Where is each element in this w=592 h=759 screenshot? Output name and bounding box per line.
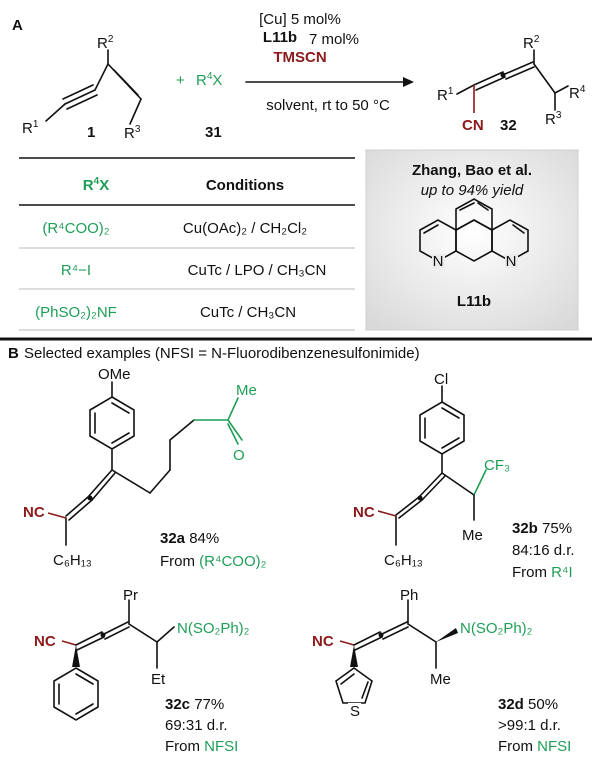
32d-thiophene-sulfur: S: [350, 703, 360, 720]
32a-methoxy: OMe: [98, 366, 131, 383]
arrow-head-icon: [403, 77, 414, 87]
table-row-2-conditions: CuTc / LPO / CH₃CN: [188, 262, 327, 279]
32a-oxygen: O: [233, 447, 245, 464]
32c-dr: 69:31 d.r.: [165, 717, 228, 734]
32c-ethyl: Et: [151, 671, 166, 688]
table-row-3-reagent: (PhSO₂)₂NF: [35, 304, 117, 321]
32b-chloro: Cl: [434, 371, 448, 388]
compound-32-label: 32: [500, 117, 517, 134]
r3-label: R3: [124, 124, 141, 142]
compound-31-label: 31: [205, 124, 222, 141]
table-header-reagent: R4X: [83, 176, 109, 194]
32b-nitrile: NC: [353, 504, 375, 521]
ligand-highlight-box: [365, 149, 579, 331]
ligand-box-label: L11b: [457, 293, 491, 310]
compound-1-label: 1: [87, 124, 95, 141]
32b-source: From R⁴I: [512, 564, 573, 581]
tmscn-reagent: TMSCN: [273, 49, 326, 66]
32d-methyl: Me: [430, 671, 451, 688]
32a-methyl: Me: [236, 382, 257, 399]
panel-a-label: A: [12, 17, 23, 34]
32d-yield: 32d 50%: [498, 696, 558, 713]
32b-yield: 32b 75%: [512, 520, 572, 537]
table-header-conditions: Conditions: [206, 177, 284, 194]
32b-hexyl: C₆H₁₃: [384, 552, 423, 569]
32c-sulfonimide: N(SO₂Ph)₂: [177, 620, 250, 637]
table-row-1-conditions: Cu(OAc)₂ / CH₂Cl₂: [183, 220, 307, 237]
product-r3: R3: [545, 110, 562, 128]
32d-dr: >99:1 d.r.: [498, 717, 561, 734]
table-row-2-reagent: R⁴−I: [61, 262, 91, 279]
product-r1: R1: [437, 86, 454, 104]
32a-source: From (R⁴COO)₂: [160, 553, 267, 570]
32d-phenyl: Ph: [400, 587, 418, 604]
yield-label: up to 94% yield: [421, 182, 524, 199]
plus-sign: +: [176, 72, 185, 89]
compound-32c-structure: [53, 599, 175, 721]
r1-label: R1: [22, 119, 39, 137]
32b-dr: 84:16 d.r.: [512, 542, 575, 559]
32d-source: From NFSI: [498, 738, 571, 755]
nitrogen-right: N: [506, 253, 517, 270]
authors-label: Zhang, Bao et al.: [412, 162, 532, 179]
table-row-3-conditions: CuTc / CH₃CN: [200, 304, 296, 321]
reaction-conditions: solvent, rt to 50 °C: [266, 97, 390, 114]
32b-trifluoromethyl: CF₃: [484, 457, 510, 474]
ligand-loading: 7 mol%: [309, 31, 359, 48]
32b-methyl: Me: [462, 527, 483, 544]
32c-source: From NFSI: [165, 738, 238, 755]
32d-nitrile: NC: [312, 633, 334, 650]
panel-b-label: B: [8, 345, 19, 362]
32d-sulfonimide: N(SO₂Ph)₂: [460, 620, 533, 637]
32a-nitrile: NC: [23, 504, 45, 521]
r2-label: R2: [97, 34, 114, 52]
panel-b-title: Selected examples (NFSI = N-Fluorodibenz…: [24, 345, 420, 362]
copper-loading: [Cu] 5 mol%: [259, 11, 341, 28]
table-row-1-reagent: (R⁴COO)₂: [42, 220, 109, 237]
compound-32a-structure: [47, 381, 243, 546]
product-r2: R2: [523, 34, 540, 52]
32c-propyl: Pr: [123, 587, 138, 604]
enyne-structure-1: [45, 49, 142, 125]
nitrogen-left: N: [433, 253, 444, 270]
ligand-name: L11b: [263, 29, 297, 46]
32a-hexyl: C₆H₁₃: [53, 552, 92, 569]
32a-yield: 32a 84%: [160, 530, 219, 547]
product-r4: R4: [569, 84, 586, 102]
r4x-reagent: R4X: [196, 71, 222, 89]
32c-yield: 32c 77%: [165, 696, 224, 713]
compound-32b-structure: [377, 385, 487, 546]
allene-product-structure: [456, 49, 569, 113]
product-cyano: CN: [462, 117, 484, 134]
32c-nitrile: NC: [34, 633, 56, 650]
